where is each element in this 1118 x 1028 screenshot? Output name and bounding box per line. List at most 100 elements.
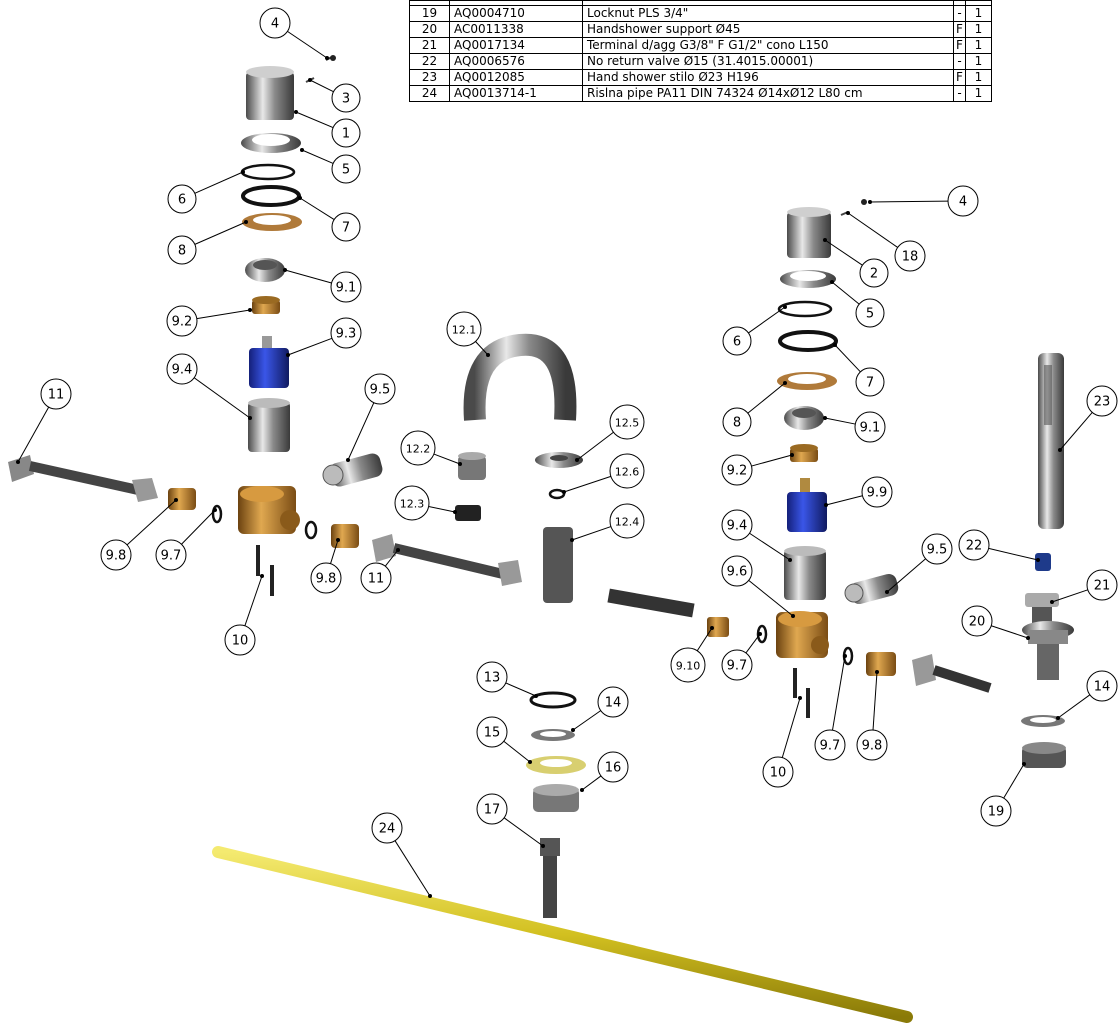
balloon-label: 9.7 (161, 549, 182, 564)
table-cell-desc: Terminal d/agg G3/8" F G1/2" cono L150 (582, 37, 954, 54)
leader-arrow (248, 308, 252, 312)
callout-balloon: 19 (980, 762, 1026, 827)
callout-balloon: 9.8 (100, 498, 178, 571)
callout-balloon: 22 (958, 529, 1040, 562)
balloon-circle (894, 240, 926, 272)
balloon-label: 19 (988, 805, 1005, 820)
table-cell-qty: 1 (965, 85, 992, 102)
balloon-circle (921, 533, 953, 565)
callout-balloon: 8 (167, 220, 248, 265)
leader-line (825, 495, 863, 506)
nut-16 (533, 784, 579, 812)
callout-balloon: 9.6 (721, 555, 795, 618)
elbow-9-5-right (844, 573, 899, 605)
leader-line (748, 580, 794, 617)
leader-arrow (428, 894, 432, 898)
tie-rod-17 (540, 838, 560, 918)
table-cell-code: AC0011338 (449, 21, 583, 38)
leader-arrow (458, 462, 462, 466)
balloon-circle (854, 411, 886, 443)
leader-arrow (783, 381, 787, 385)
balloon-label: 9.3 (336, 327, 357, 342)
balloon-circle (597, 686, 629, 718)
leader-line (194, 221, 247, 245)
balloon-label: 16 (605, 761, 622, 776)
callout-balloon: 6 (167, 170, 245, 214)
balloon-circle (609, 453, 645, 489)
locknut-19 (1022, 742, 1066, 768)
balloon-label: 9.8 (316, 572, 337, 587)
balloon-label: 12.3 (400, 498, 425, 511)
callout-balloon: 9.3 (286, 317, 362, 357)
leader-line (886, 558, 926, 593)
leader-arrow (286, 353, 290, 357)
callout-balloon: 6 (722, 305, 787, 356)
callout-balloon: 11 (16, 378, 72, 464)
table-cell-code: AQ0013714-1 (449, 85, 583, 102)
callout-balloon: 2 (823, 238, 889, 288)
leader-line (576, 431, 614, 461)
leader-arrow (790, 453, 794, 457)
callout-balloon: 10 (224, 574, 264, 656)
leader-line (299, 197, 335, 220)
leader-arrow (283, 268, 287, 272)
leader-arrow (244, 220, 248, 224)
washer-14-right (1021, 715, 1065, 727)
callout-balloon: 9.9 (824, 476, 893, 508)
callout-balloon: 16 (580, 751, 629, 792)
balloon-label: 8 (178, 244, 186, 259)
balloon-label: 9.9 (867, 486, 888, 501)
balloon-circle (721, 555, 753, 587)
table-cell-no: 20 (409, 21, 450, 38)
balloon-label: 21 (1094, 579, 1111, 594)
callout-balloon: 4 (259, 7, 329, 60)
balloon-circle (609, 404, 645, 440)
balloon-label: 10 (770, 766, 787, 781)
leader-arrow (1036, 558, 1040, 562)
balloon-label: 9.4 (172, 363, 193, 378)
leader-arrow (213, 508, 217, 512)
callout-balloon: 5 (300, 148, 361, 184)
callout-balloon: 9.8 (310, 538, 342, 594)
table-cell-code: AQ0004710 (449, 5, 583, 22)
sleeve-9-4-left (248, 398, 290, 452)
handle-cap-2 (787, 207, 831, 258)
leader-line (384, 549, 399, 567)
oring-small-center (304, 520, 318, 540)
gasket-7-left (241, 185, 301, 207)
balloon-circle (259, 7, 291, 39)
screws-10-right (793, 668, 810, 718)
balloon-circle (155, 539, 187, 571)
callout-balloon: 9.4 (721, 509, 792, 562)
callout-balloon: 9.7 (814, 654, 847, 761)
callout-balloon: 13 (476, 661, 538, 698)
brass-body-9-6 (776, 611, 829, 658)
balloon-label: 8 (733, 416, 741, 431)
handle-cap-1 (246, 66, 294, 120)
leader-line (572, 710, 601, 731)
balloon-circle (721, 454, 753, 486)
balloon-circle (400, 430, 436, 466)
balloon-circle (100, 539, 132, 571)
leader-line (872, 671, 878, 731)
oring-6-right (777, 300, 833, 318)
leader-arrow (868, 200, 872, 204)
balloon-circle (1086, 670, 1118, 702)
balloon-circle (166, 353, 198, 385)
balloon-label: 20 (969, 615, 986, 630)
balloon-label: 9.7 (727, 659, 748, 674)
leader-arrow (486, 353, 490, 357)
leader-line (696, 627, 713, 652)
balloon-circle (330, 271, 362, 303)
callout-balloon: 10 (762, 696, 802, 788)
screws-10-left (256, 545, 274, 596)
leader-line (287, 30, 328, 59)
callout-balloon: 4 (868, 185, 979, 217)
balloon-circle (859, 258, 889, 288)
balloon-label: 5 (866, 307, 874, 322)
leader-arrow (830, 280, 834, 284)
table-cell-code: AQ0012085 (449, 69, 583, 86)
table-cell-qty: 1 (965, 53, 992, 70)
table-cell-desc: Handshower support Ø45 (582, 21, 954, 38)
table-cell-f: F (953, 69, 966, 86)
